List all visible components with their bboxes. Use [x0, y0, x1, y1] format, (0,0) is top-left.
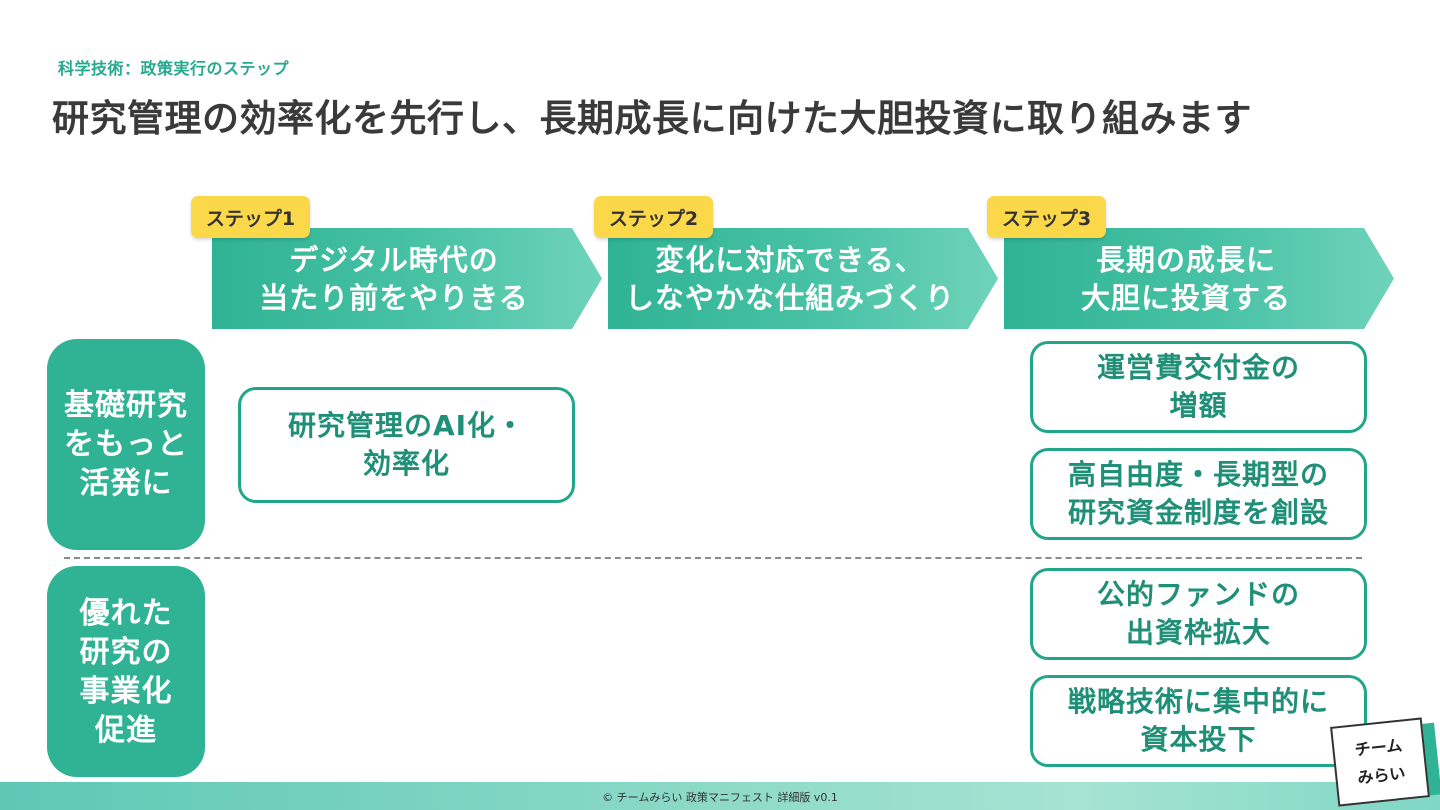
- box-ai-efficiency: 研究管理のAI化・ 効率化: [238, 387, 575, 503]
- row-label-basic-research: 基礎研究 をもっと 活発に: [47, 339, 205, 550]
- row-label-commercialization: 優れた 研究の 事業化 促進: [47, 566, 205, 777]
- page-title: 研究管理の効率化を先行し、長期成長に向けた大胆投資に取り組みます: [52, 97, 1252, 140]
- step3-arrow: 長期の成長に 大胆に投資する: [1004, 228, 1394, 329]
- step1-badge: ステップ1: [191, 196, 310, 238]
- box-long-term-fund: 高自由度・長期型の 研究資金制度を創設: [1030, 448, 1367, 540]
- section-kicker: 科学技術：政策実行のステップ: [58, 59, 290, 78]
- box-public-fund: 公的ファンドの 出資枠拡大: [1030, 568, 1367, 660]
- step2-arrow: 変化に対応できる、 しなやかな仕組みづくり: [608, 228, 998, 329]
- footer-bar: [0, 782, 1440, 810]
- step1-arrow: デジタル時代の 当たり前をやりきる: [212, 228, 602, 329]
- step3-badge: ステップ3: [987, 196, 1106, 238]
- team-mirai-logo: チーム みらい: [1330, 717, 1430, 807]
- box-operating-grant: 運営費交付金の 増額: [1030, 341, 1367, 433]
- footer-copyright: © チームみらい 政策マニフェスト 詳細版 v0.1: [602, 791, 838, 804]
- row-divider: [64, 557, 1362, 559]
- step2-badge: ステップ2: [594, 196, 713, 238]
- box-strategic-tech: 戦略技術に集中的に 資本投下: [1030, 675, 1367, 767]
